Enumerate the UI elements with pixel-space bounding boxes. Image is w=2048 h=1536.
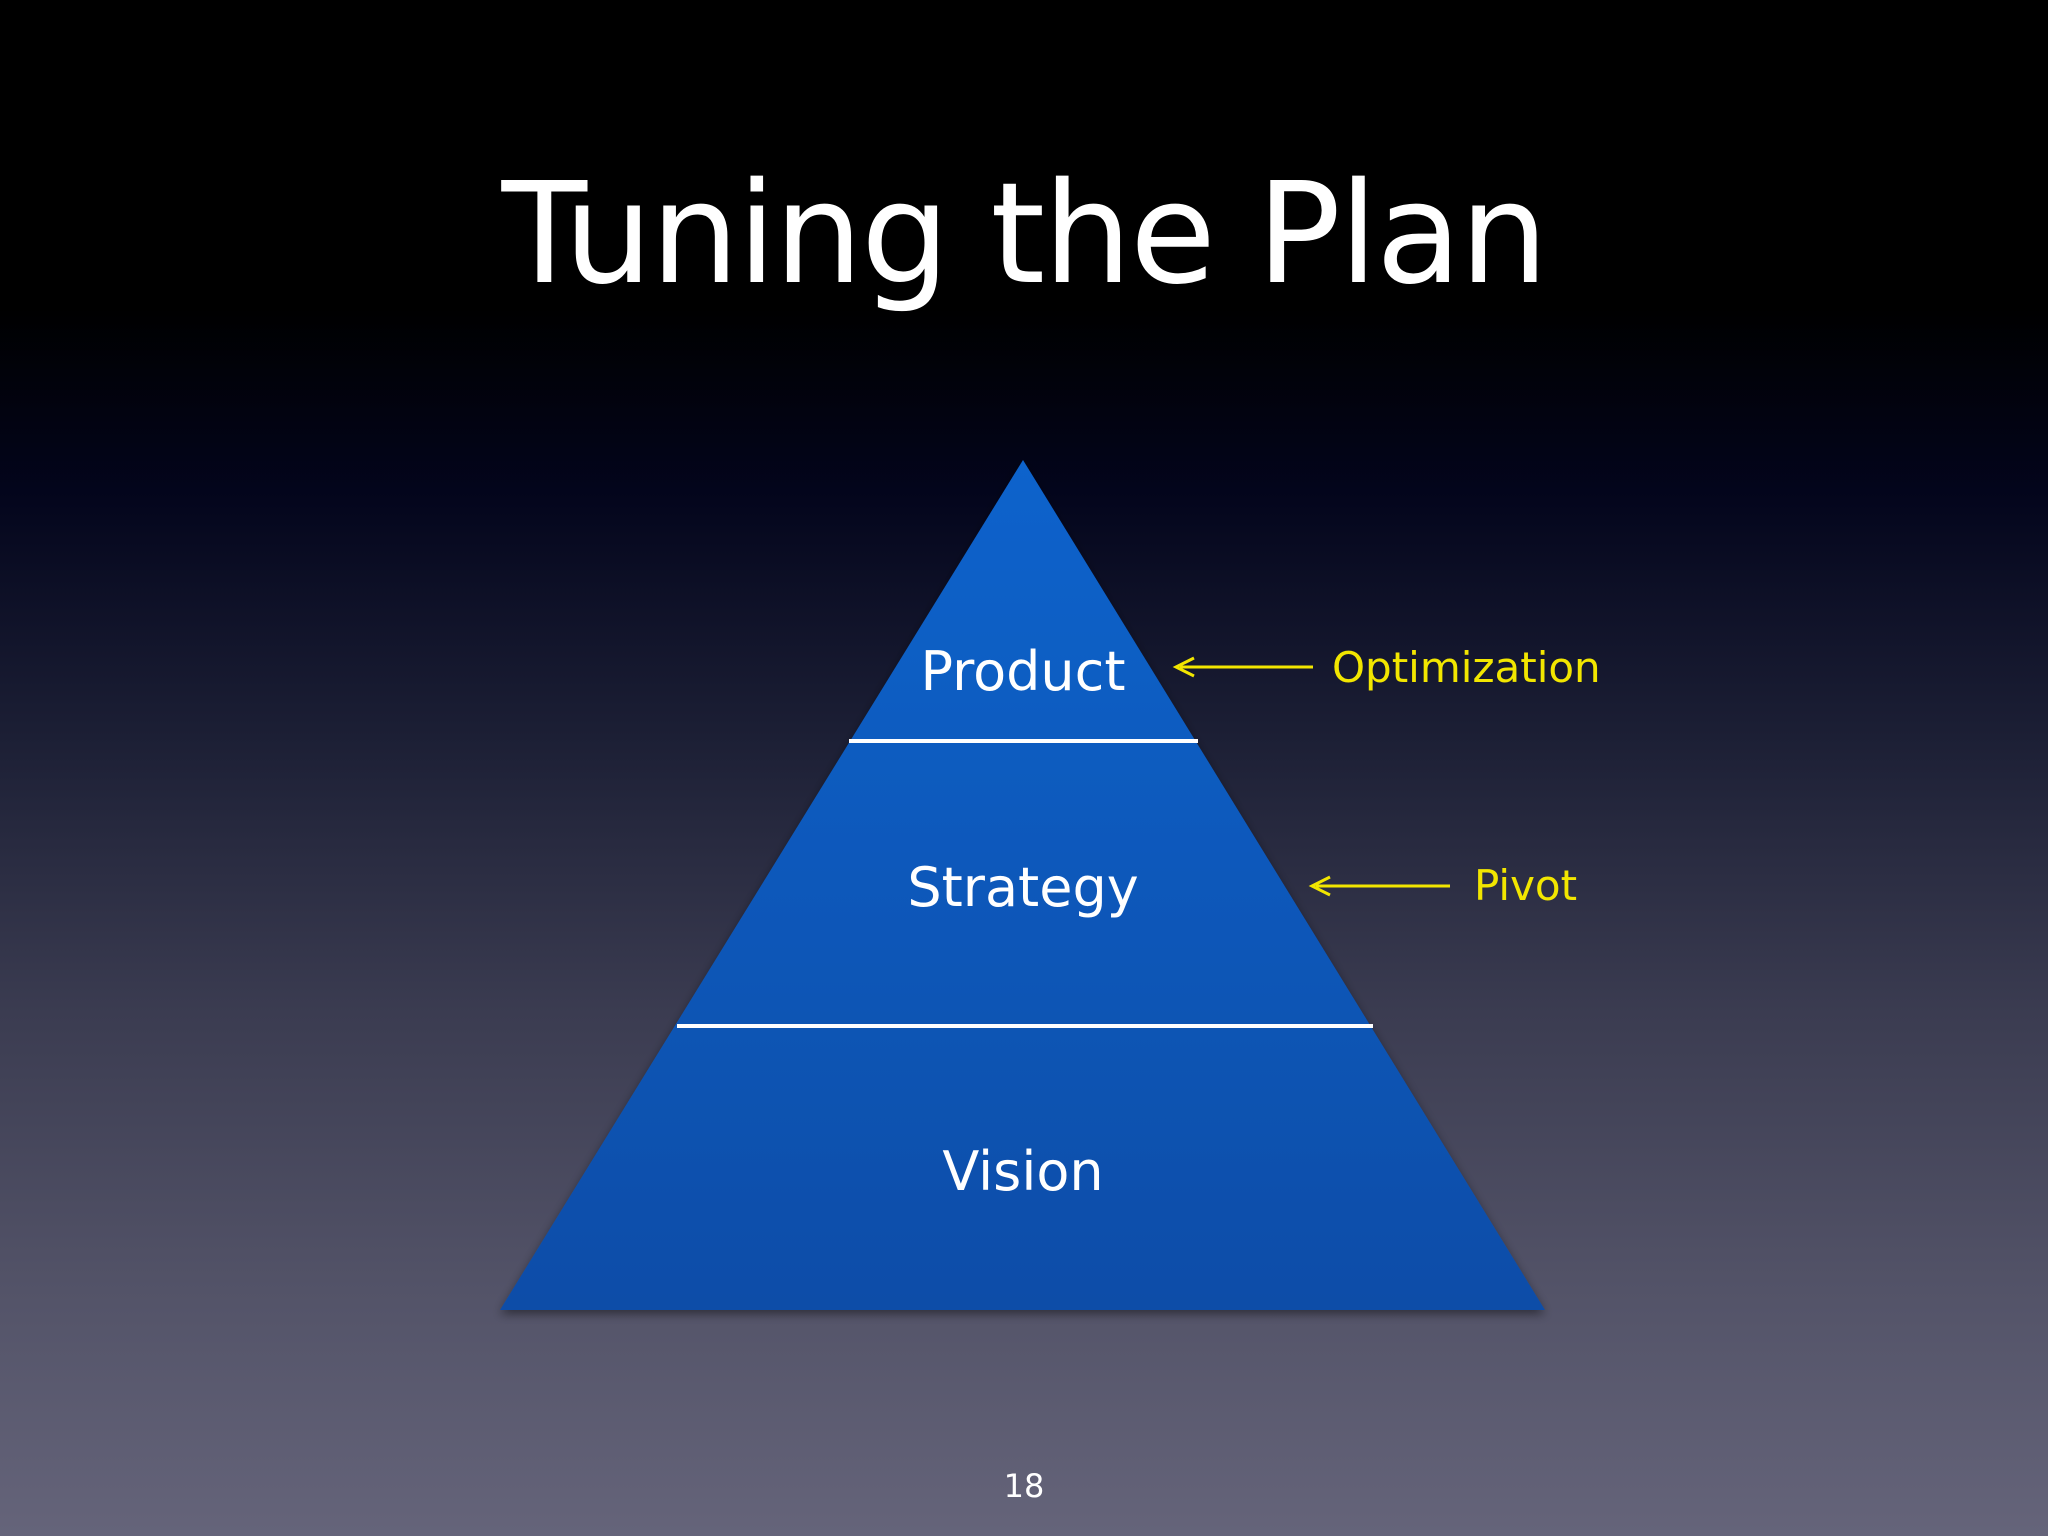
slide-title: Tuning the Plan: [501, 153, 1549, 316]
tier-label-product: Product: [920, 640, 1125, 703]
tier-label-vision: Vision: [942, 1140, 1103, 1203]
optimization-arrowhead-icon: [1172, 656, 1195, 678]
page-number: 18: [1003, 1467, 1045, 1505]
annotation-label-optimization: Optimization: [1332, 643, 1601, 692]
optimization-annotation: Optimization: [1172, 643, 1601, 692]
annotation-label-pivot: Pivot: [1474, 861, 1577, 910]
pyramid-shape: [500, 460, 1545, 1310]
pivot-arrowhead-icon: [1308, 875, 1331, 897]
tier-label-strategy: Strategy: [907, 856, 1138, 919]
pivot-annotation: Pivot: [1308, 861, 1577, 910]
